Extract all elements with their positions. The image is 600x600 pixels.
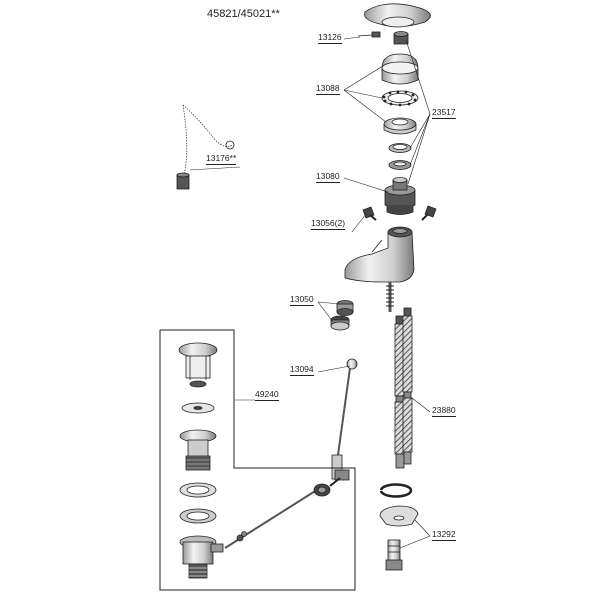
lever-handle	[364, 3, 431, 28]
dome-cover	[381, 53, 419, 85]
threaded-stud	[386, 282, 394, 312]
waste-flange	[179, 429, 217, 471]
fixing-nut	[385, 539, 403, 571]
small-ring-b	[388, 160, 412, 170]
label-13292: 13292	[432, 529, 456, 541]
faucet-body	[344, 226, 415, 283]
label-13056: 13056(2)	[311, 218, 346, 230]
waste-body	[179, 535, 224, 579]
aerator-lower	[330, 315, 350, 331]
label-13088: 13088	[316, 83, 340, 95]
lift-rod	[331, 358, 358, 481]
label-49240: 49240	[255, 389, 279, 401]
bearing-ring	[381, 90, 419, 107]
braided-hose-right	[402, 307, 413, 465]
set-screw-13126	[357, 31, 381, 38]
cap-small	[393, 31, 409, 45]
cartridge	[384, 177, 416, 215]
waste-washer-a	[179, 482, 217, 498]
horseshoe-plate	[379, 505, 419, 527]
rubber-washer	[379, 483, 413, 498]
label-13050: 13050	[290, 294, 314, 306]
small-ring-a	[388, 143, 412, 153]
popup-plug	[178, 342, 218, 388]
model-number-title: 45821/45021**	[207, 8, 280, 20]
screw-right	[421, 205, 437, 221]
label-13080: 13080	[316, 171, 340, 183]
pivot-rod	[224, 477, 341, 549]
chain-stopper	[176, 104, 235, 190]
inner-cover	[383, 117, 417, 135]
label-23880: 23880	[432, 405, 456, 417]
label-13094: 13094	[290, 364, 314, 376]
label-23517: 23517	[432, 107, 456, 119]
label-13126: 13126	[318, 32, 342, 44]
plug-seal	[181, 402, 215, 414]
waste-washer-b	[179, 508, 217, 524]
label-13176: 13176**	[206, 153, 237, 165]
